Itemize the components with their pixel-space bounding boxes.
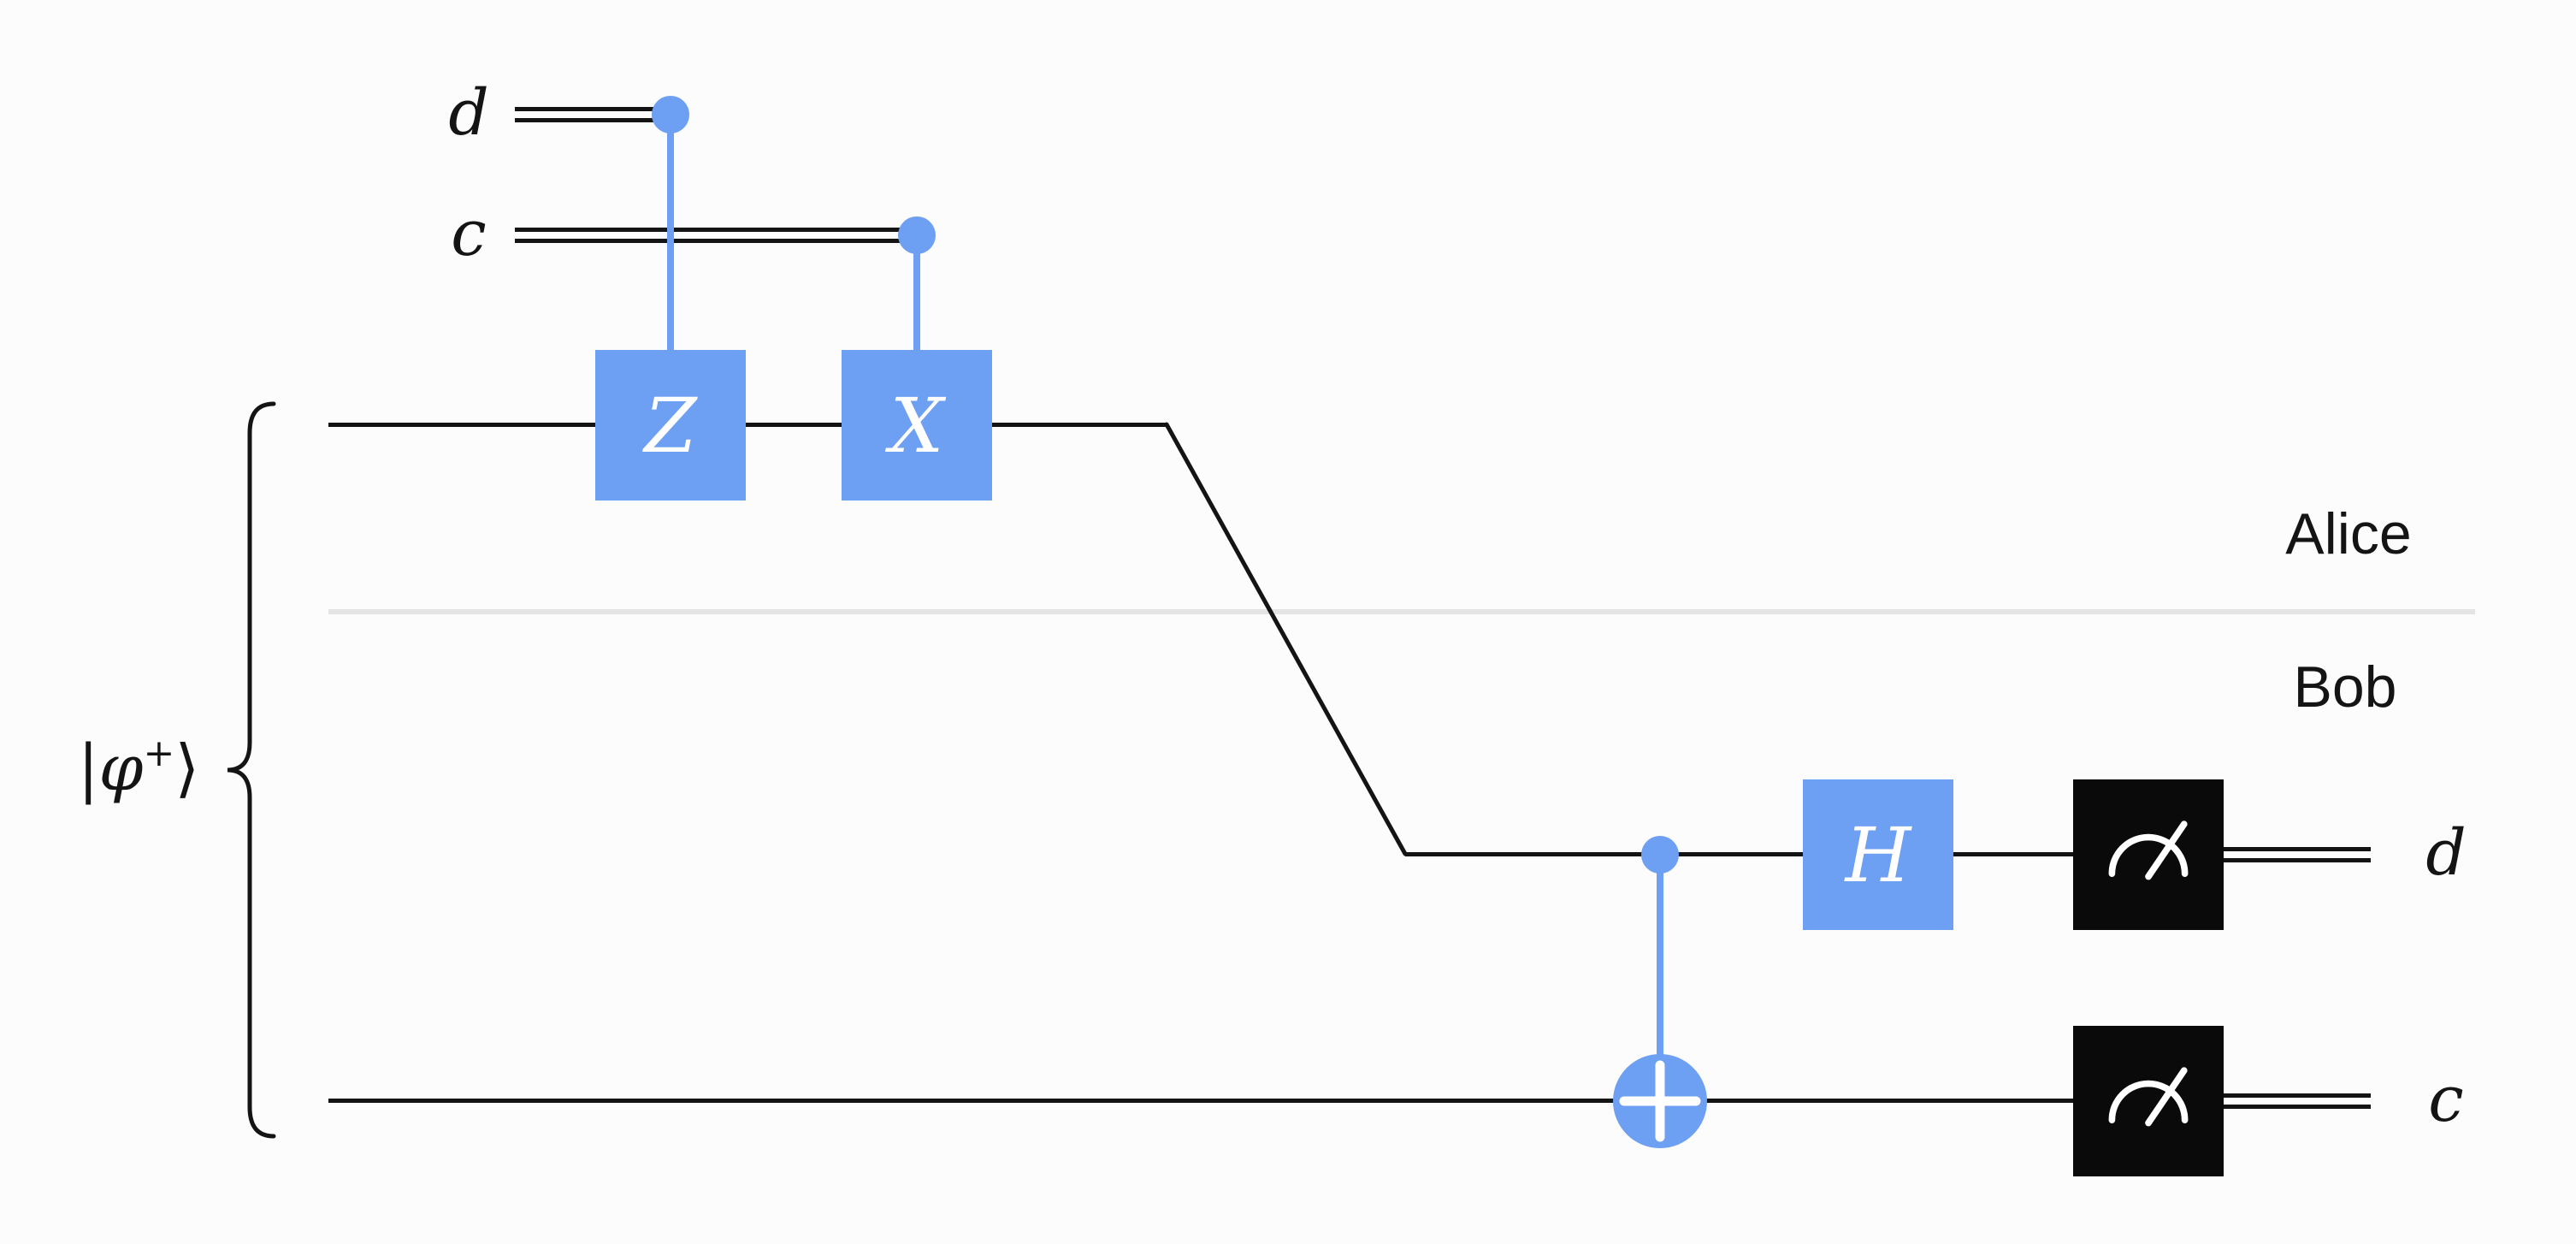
entangled-state-label: |φ+⟩ — [78, 732, 200, 805]
cnot-target-icon — [1613, 1054, 1707, 1148]
classical-wire-c — [515, 228, 920, 243]
quantum-wire-alice — [328, 423, 1167, 427]
control-line-c — [913, 235, 920, 350]
output-wire-c — [2224, 1093, 2371, 1109]
phi-symbol: φ — [98, 732, 144, 805]
phi-superscript: + — [143, 732, 175, 775]
gate-h-label: H — [1845, 810, 1911, 899]
region-label-alice: Alice — [2285, 501, 2412, 566]
classical-input-label-d: d — [448, 76, 489, 150]
cnot-control-line — [1657, 855, 1663, 1101]
gate-x-label: X — [889, 381, 944, 470]
classical-input-label-c: c — [451, 197, 487, 270]
control-dot-icon-c — [898, 216, 936, 254]
region-divider — [328, 609, 2475, 614]
measurement-gauge-icon — [2108, 820, 2189, 880]
gate-z: Z — [595, 350, 746, 501]
wire-crossing-diagonal — [1164, 422, 1408, 856]
output-label-c: c — [2428, 1063, 2464, 1136]
plus-icon — [1619, 1060, 1701, 1142]
gate-x: X — [842, 350, 992, 501]
measurement-gauge-icon — [2108, 1067, 2189, 1127]
output-label-d: d — [2425, 816, 2467, 890]
ket-open-bar: | — [77, 732, 99, 805]
control-dot-icon-d — [652, 96, 689, 133]
control-line-d — [667, 115, 674, 350]
measurement-box-bottom — [2073, 1026, 2224, 1176]
quantum-wire-bottom — [328, 1099, 2078, 1103]
gate-h: H — [1803, 779, 1953, 930]
measurement-box-top — [2073, 779, 2224, 930]
gate-z-label: Z — [644, 381, 697, 470]
left-brace — [227, 401, 276, 1139]
quantum-wire-bob — [1405, 852, 2078, 856]
region-label-bob: Bob — [2293, 655, 2397, 720]
classical-wire-d — [515, 107, 674, 122]
cnot-control-dot-icon — [1641, 836, 1679, 874]
output-wire-d — [2224, 847, 2371, 862]
ket-close-angle: ⟩ — [174, 732, 200, 805]
